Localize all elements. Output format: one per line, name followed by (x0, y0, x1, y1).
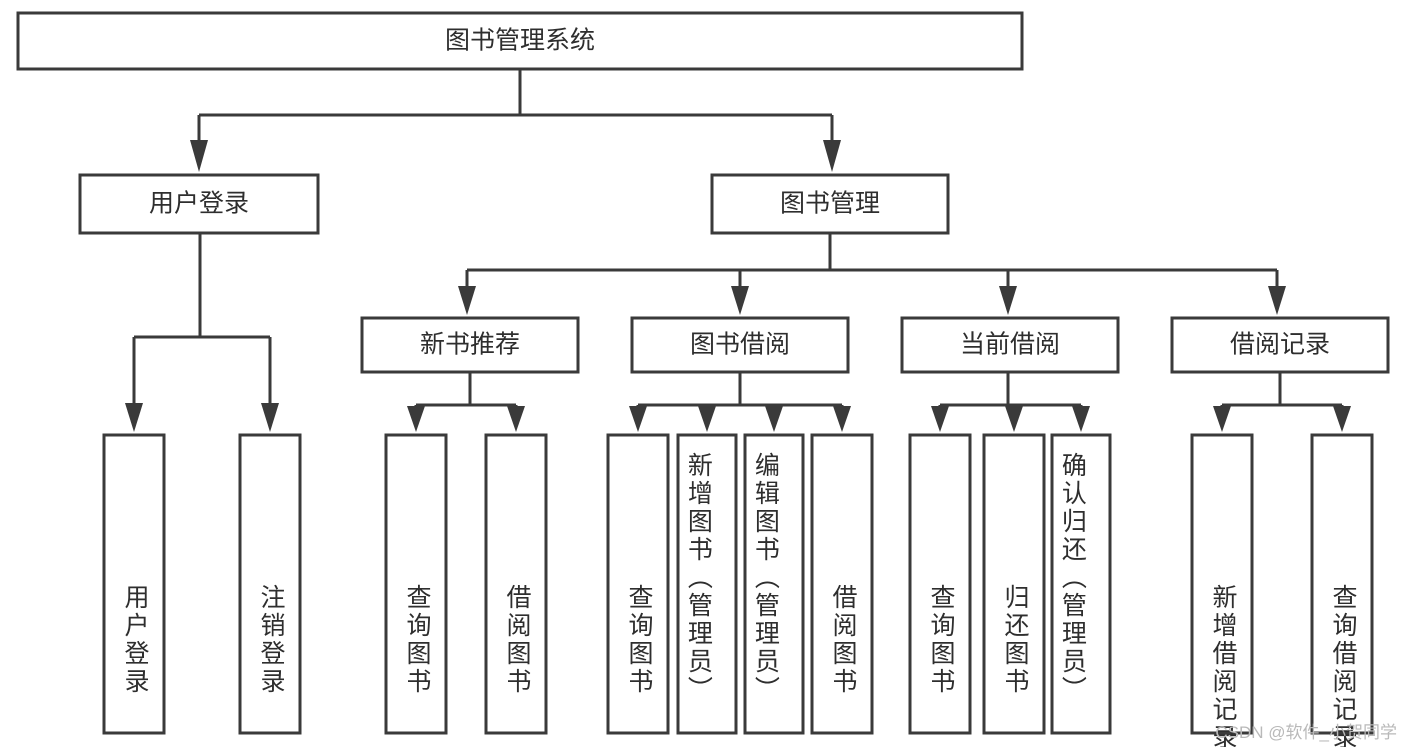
leaf-return-book-label: 归还图书 (1001, 584, 1030, 696)
leaf-node-add-record[interactable]: 新增借阅记录 (1190, 433, 1254, 747)
leaf-node-edit-book[interactable]: 编辑图书（管理员） (743, 433, 805, 735)
node-user-login[interactable]: 用户登录 (78, 173, 320, 235)
node-borrow-record-box[interactable] (1170, 316, 1390, 374)
leaf-query-record-box[interactable] (1310, 433, 1374, 735)
leaf-edit-book-label: 编辑图书（管理员） (751, 452, 780, 704)
leaf-return-book-box[interactable] (982, 433, 1046, 735)
leaf-query-record-label: 查询借阅记录 (1329, 584, 1358, 747)
leaf-add-book-label: 新增图书（管理员） (684, 452, 713, 704)
leaf-borrow-book-2-label: 借阅图书 (829, 584, 858, 696)
leaf-add-record-label: 新增借阅记录 (1209, 584, 1238, 747)
leaf-node-borrow-book-2[interactable]: 借阅图书 (810, 433, 874, 735)
arrowhead-leaf-edit-book (765, 406, 783, 432)
arrowhead-book-manage (823, 140, 841, 172)
leaf-add-record-box[interactable] (1190, 433, 1254, 735)
node-book-manage-label: 图书管理 (780, 190, 880, 218)
leaf-query-book-2-label: 查询图书 (625, 584, 654, 696)
leaf-logout-box[interactable] (238, 433, 302, 735)
connectors-user-login-to-leaves (125, 233, 279, 432)
leaf-borrow-book-1-label: 借阅图书 (503, 584, 532, 696)
node-current-borrow-box[interactable] (900, 316, 1120, 374)
connectors-current-borrow-to-leaves (931, 372, 1090, 432)
node-book-borrow-label: 图书借阅 (690, 331, 790, 359)
node-user-login-box[interactable] (78, 173, 320, 235)
node-new-book-recommend-box[interactable] (360, 316, 580, 374)
leaf-query-book-1-box[interactable] (384, 433, 448, 735)
leaf-query-book-1-label: 查询图书 (403, 584, 432, 696)
arrowhead-current-borrow (999, 286, 1017, 315)
connectors-new-book-recommend-to-leaves (407, 372, 525, 432)
leaf-confirm-return-box[interactable] (1050, 433, 1112, 735)
leaf-node-logout[interactable]: 注销登录 (238, 433, 302, 735)
arrowhead-leaf-logout (261, 403, 279, 432)
node-borrow-record[interactable]: 借阅记录 (1170, 316, 1390, 374)
leaf-node-query-book-2[interactable]: 查询图书 (606, 433, 670, 735)
arrowhead-book-borrow (731, 286, 749, 315)
arrowhead-leaf-user-login (125, 403, 143, 432)
leaf-query-book-2-box[interactable] (606, 433, 670, 735)
arrowhead-borrow-record (1268, 286, 1286, 315)
leaf-node-user-login[interactable]: 用户登录 (102, 433, 166, 735)
leaf-query-book-3-label: 查询图书 (927, 584, 956, 696)
connectors-borrow-record-to-leaves (1213, 372, 1351, 432)
arrowhead-user-login (190, 140, 208, 172)
node-book-manage-box[interactable] (710, 173, 950, 235)
node-borrow-record-label: 借阅记录 (1230, 331, 1330, 359)
arrowhead-leaf-confirm-return (1072, 406, 1090, 432)
arrowhead-leaf-add-book (698, 406, 716, 432)
arrowhead-new-book-recommend (458, 286, 476, 315)
arrowhead-leaf-borrow-book-1 (507, 406, 525, 432)
leaf-edit-book-box[interactable] (743, 433, 805, 735)
leaf-user-login-box[interactable] (102, 433, 166, 735)
leaf-node-query-book-1[interactable]: 查询图书 (384, 433, 448, 735)
arrowhead-leaf-return-book (1005, 406, 1023, 432)
leaf-node-confirm-return[interactable]: 确认归还（管理员） (1050, 433, 1112, 735)
leaf-node-return-book[interactable]: 归还图书 (982, 433, 1046, 735)
arrowhead-leaf-query-book-3 (931, 406, 949, 432)
arrowhead-leaf-query-book-1 (407, 406, 425, 432)
leaf-borrow-book-1-box[interactable] (484, 433, 548, 735)
node-root[interactable]: 图书管理系统 (16, 11, 1024, 71)
node-root-box[interactable] (16, 11, 1024, 71)
leaf-node-add-book[interactable]: 新增图书（管理员） (676, 433, 738, 735)
node-user-login-label: 用户登录 (149, 190, 249, 218)
leaf-node-borrow-book-1[interactable]: 借阅图书 (484, 433, 548, 735)
leaf-borrow-book-2-box[interactable] (810, 433, 874, 735)
node-book-borrow-box[interactable] (630, 316, 850, 374)
connectors-book-manage-to-level2 (458, 233, 1286, 315)
arrowhead-leaf-add-record (1213, 406, 1231, 432)
leaf-user-login-label: 用户登录 (121, 584, 150, 696)
node-current-borrow-label: 当前借阅 (960, 331, 1060, 359)
node-current-borrow[interactable]: 当前借阅 (900, 316, 1120, 374)
node-book-borrow[interactable]: 图书借阅 (630, 316, 850, 374)
arrowhead-leaf-query-book-2 (629, 406, 647, 432)
arrowhead-leaf-borrow-book-2 (833, 406, 851, 432)
arrowhead-leaf-query-record (1333, 406, 1351, 432)
node-book-manage[interactable]: 图书管理 (710, 173, 950, 235)
leaf-node-query-record[interactable]: 查询借阅记录 (1310, 433, 1374, 747)
connectors-book-borrow-to-leaves (629, 372, 851, 432)
leaf-logout-label: 注销登录 (257, 584, 286, 696)
leaf-node-query-book-3[interactable]: 查询图书 (908, 433, 972, 735)
node-new-book-recommend[interactable]: 新书推荐 (360, 316, 580, 374)
leaf-query-book-3-box[interactable] (908, 433, 972, 735)
leaf-add-book-box[interactable] (676, 433, 738, 735)
node-new-book-recommend-label: 新书推荐 (420, 331, 520, 359)
node-root-label: 图书管理系统 (445, 27, 595, 55)
leaf-confirm-return-label: 确认归还（管理员） (1058, 452, 1087, 704)
connectors-root-to-level1 (190, 69, 841, 172)
